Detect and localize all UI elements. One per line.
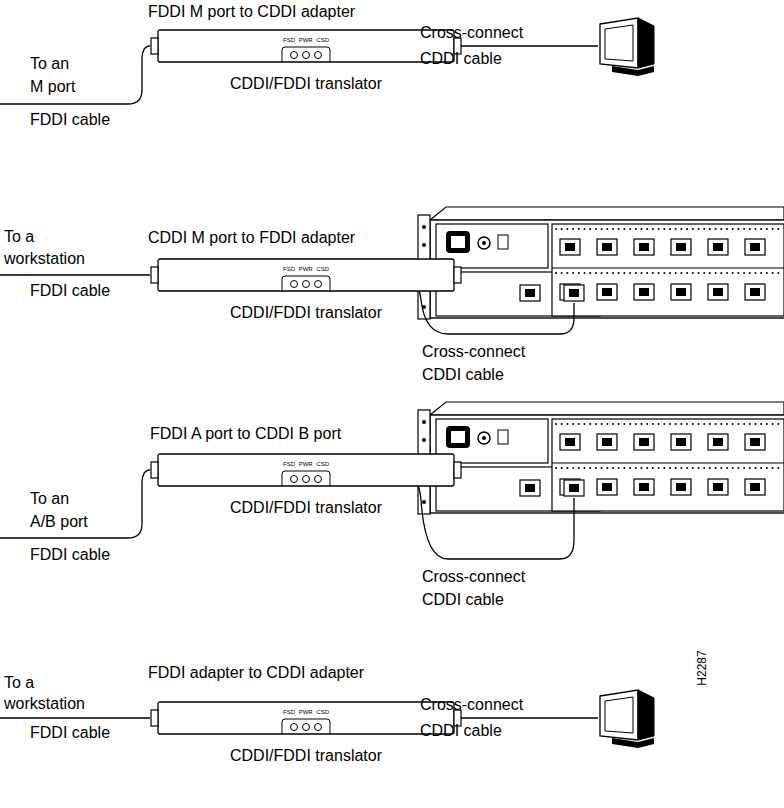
cable-type: FDDI cable (30, 110, 110, 130)
translator-box: FSD PWR CSDCDDI/FDDI translator (150, 257, 462, 293)
device-label: CDDI/FDDI translator (230, 746, 382, 766)
translator-box: FSD PWR CSDCDDI/FDDI translator (150, 452, 462, 488)
translator-outline (150, 257, 462, 293)
translator-outline (150, 700, 462, 736)
led-legend: FSD PWR CSD (150, 266, 462, 273)
device-label: CDDI/FDDI translator (230, 303, 382, 323)
cable-type: FDDI cable (30, 723, 110, 743)
translator-box: FSD PWR CSDCDDI/FDDI translator (150, 700, 462, 736)
device-label: CDDI/FDDI translator (230, 74, 382, 94)
panel-title: CDDI M port to FDDI adapter (148, 228, 355, 248)
translator-outline (150, 452, 462, 488)
cable-type: Cross-connect CDDI cable (420, 692, 532, 744)
translator-outline (150, 28, 462, 64)
cable-type: Cross-connect CDDI cable (422, 565, 534, 611)
cable-end-note: To a workstation (4, 226, 94, 270)
led-legend: FSD PWR CSD (150, 461, 462, 468)
device-label: CDDI/FDDI translator (230, 498, 382, 518)
panel-title: FDDI A port to CDDI B port (150, 424, 341, 444)
led-legend: FSD PWR CSD (150, 709, 462, 716)
cable-end-note: To an A/B port (30, 487, 92, 533)
cable-type: Cross-connect CDDI cable (422, 340, 534, 386)
translator-box: FSD PWR CSDCDDI/FDDI translator (150, 28, 462, 64)
cable-type: FDDI cable (30, 281, 110, 301)
panel-title: FDDI adapter to CDDI adapter (148, 663, 364, 683)
cable-end-note: To a workstation (4, 672, 94, 714)
cable-type: Cross-connect CDDI cable (420, 20, 532, 72)
cable-end-note: To an M port (30, 52, 82, 98)
figure-number: H2287 (692, 650, 712, 685)
cable-type: FDDI cable (30, 545, 110, 565)
panel-title: FDDI M port to CDDI adapter (148, 2, 355, 22)
led-legend: FSD PWR CSD (150, 37, 462, 44)
